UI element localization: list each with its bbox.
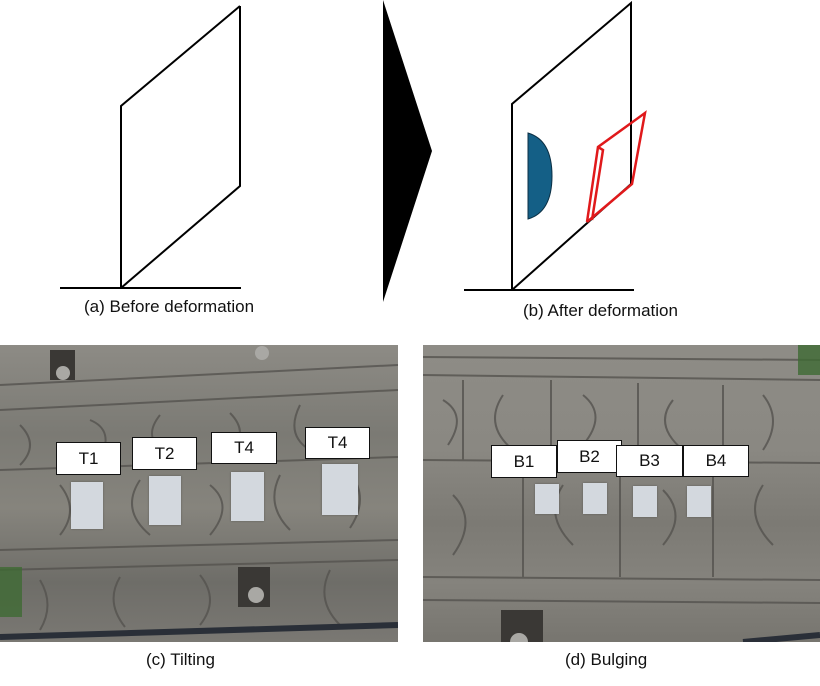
sensor-label-t2: T2 — [132, 437, 197, 470]
arrow-icon — [383, 0, 432, 302]
caption-bulging: (d) Bulging — [565, 650, 648, 669]
sensor-label-b3: B3 — [616, 445, 683, 477]
sensor-label-t3: T4 — [211, 432, 277, 464]
sensor-label-t4: T4 — [305, 427, 370, 459]
caption-after-deformation: (b) After deformation — [523, 301, 678, 320]
sensor-label-b2: B2 — [557, 440, 622, 473]
sensor-label-t1: T1 — [56, 442, 121, 475]
tilting-shape — [585, 110, 647, 223]
bulging-sensor-panel — [633, 486, 657, 517]
bulging-sensor-panel — [687, 486, 711, 517]
tilting-sensor-panel — [231, 472, 264, 521]
caption-tilting: (c) Tilting — [146, 650, 215, 669]
bulging-sensor-panel — [583, 483, 607, 514]
bulging-shape — [527, 132, 553, 220]
sensor-label-b1: B1 — [491, 445, 557, 478]
tilting-sensor-panel — [322, 464, 358, 515]
sensor-label-b4: B4 — [683, 445, 749, 477]
before-deformation-wall — [60, 5, 241, 289]
wall-outline — [120, 6, 241, 289]
caption-before-deformation: (a) Before deformation — [84, 297, 255, 316]
retaining-wall-texture — [423, 345, 820, 642]
bulging-sensor-panel — [535, 484, 559, 514]
deformation-diagram — [60, 0, 647, 302]
tilting-sensor-panel — [71, 482, 103, 529]
tilting-sensor-panel — [149, 476, 181, 525]
after-deformation-wall — [464, 0, 634, 291]
retaining-wall-texture — [0, 346, 398, 640]
bulging-photo — [423, 345, 820, 642]
wall-outline — [120, 5, 241, 288]
